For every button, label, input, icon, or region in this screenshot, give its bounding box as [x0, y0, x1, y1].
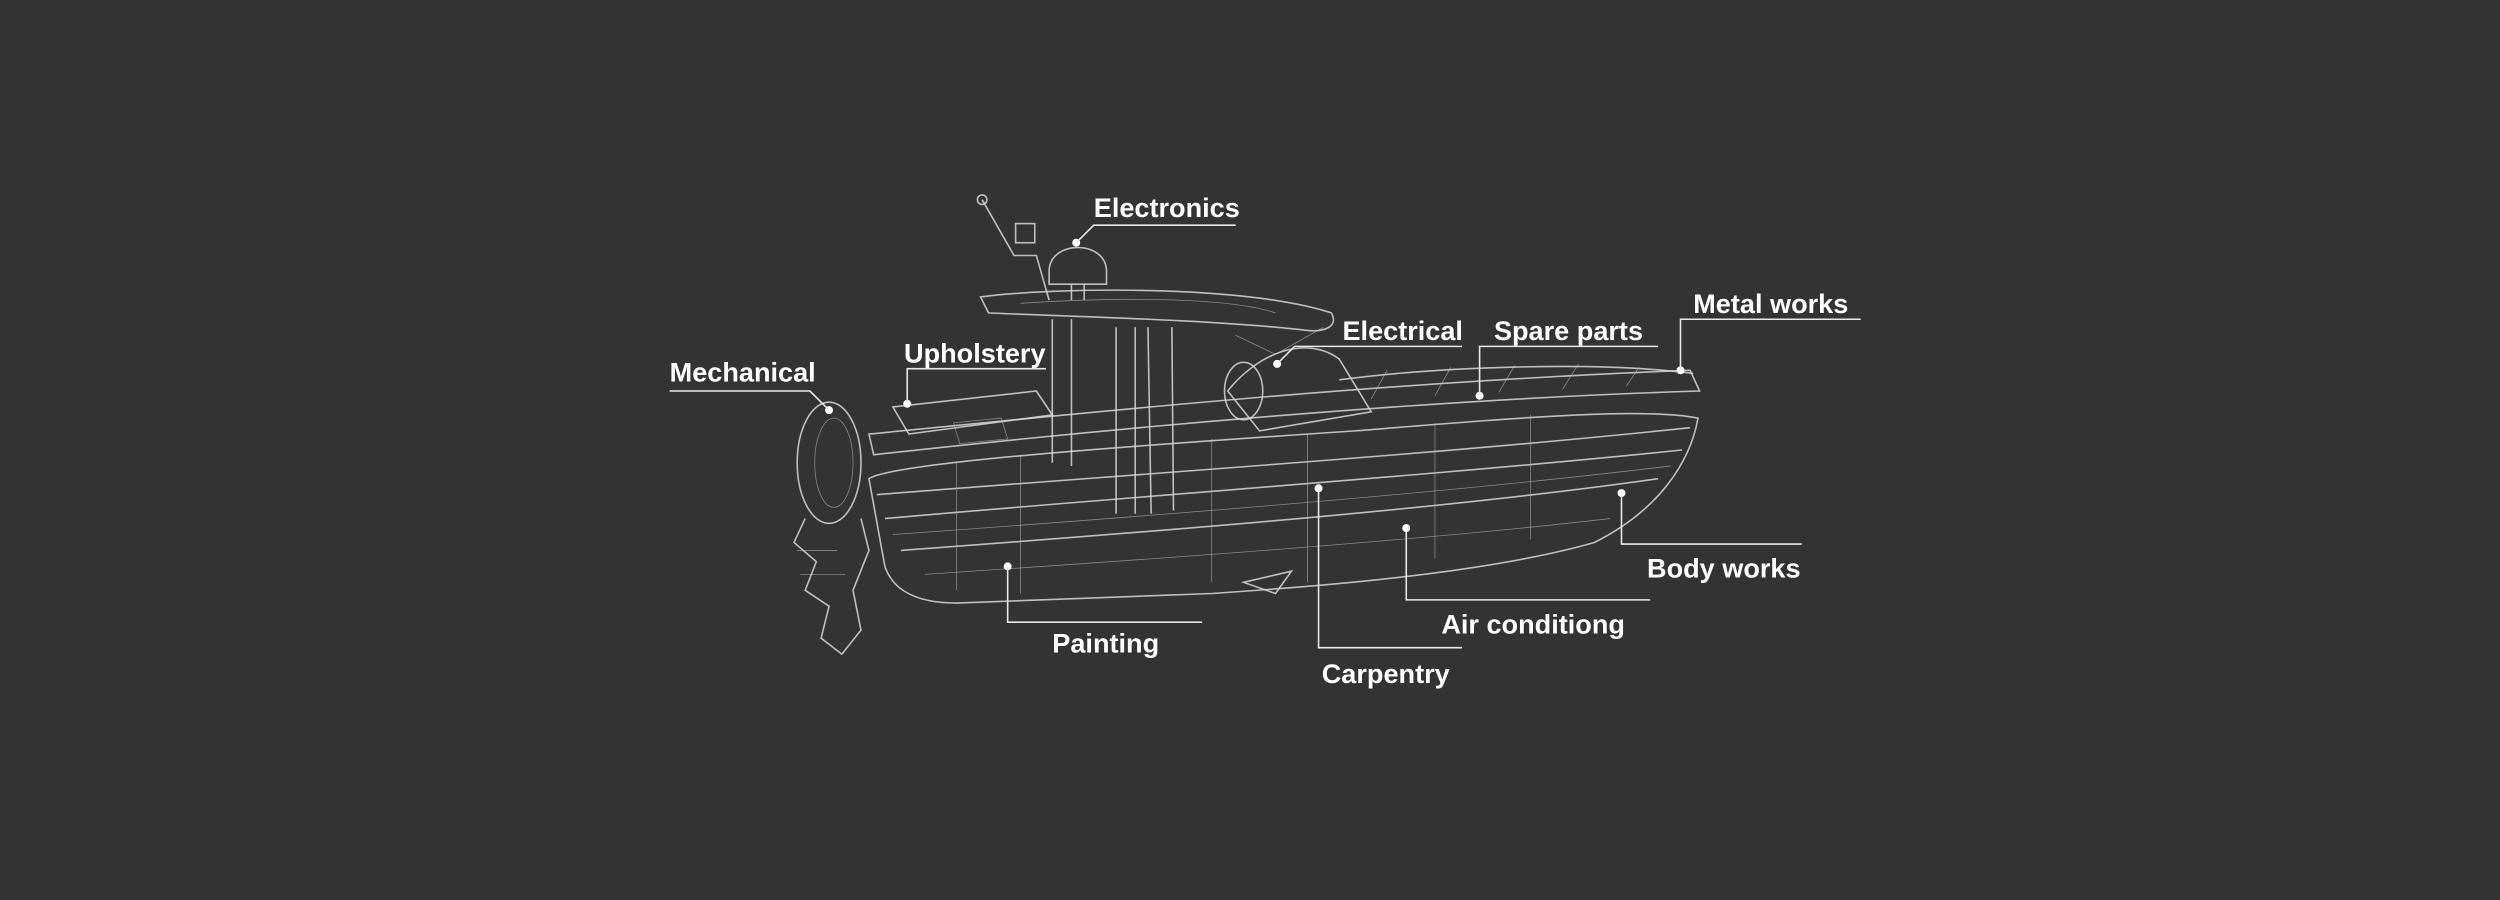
label-upholstery: Upholstery	[904, 337, 1046, 368]
boat-wireframe-illustration	[793, 194, 1701, 656]
label-mechanical: Mechanical	[670, 356, 816, 387]
label-painting: Painting	[1052, 627, 1159, 658]
callout-electrical: Electrical	[1273, 315, 1463, 368]
callout-painting: Painting	[1003, 562, 1203, 658]
label-metal-works: Metal works	[1693, 288, 1848, 319]
label-electronics: Electronics	[1094, 192, 1240, 223]
callout-air-conditioning: Air conditiong	[1402, 524, 1651, 639]
label-air-conditioning: Air conditiong	[1441, 608, 1625, 639]
callout-metal-works: Metal works	[1676, 288, 1861, 375]
callout-upholstery: Upholstery	[903, 337, 1046, 408]
label-body-works: Body works	[1647, 553, 1801, 584]
label-spare-parts: Spare parts	[1494, 315, 1643, 346]
callout-body-works: Body works	[1617, 489, 1802, 584]
label-carpentry: Carpentry	[1322, 658, 1450, 689]
callout-spare-parts: Spare parts	[1475, 315, 1659, 400]
callout-mechanical: Mechanical	[669, 356, 834, 415]
label-electrical: Electrical	[1342, 315, 1463, 346]
callout-electronics: Electronics	[1072, 192, 1240, 247]
callout-carpentry: Carpentry	[1314, 484, 1463, 689]
